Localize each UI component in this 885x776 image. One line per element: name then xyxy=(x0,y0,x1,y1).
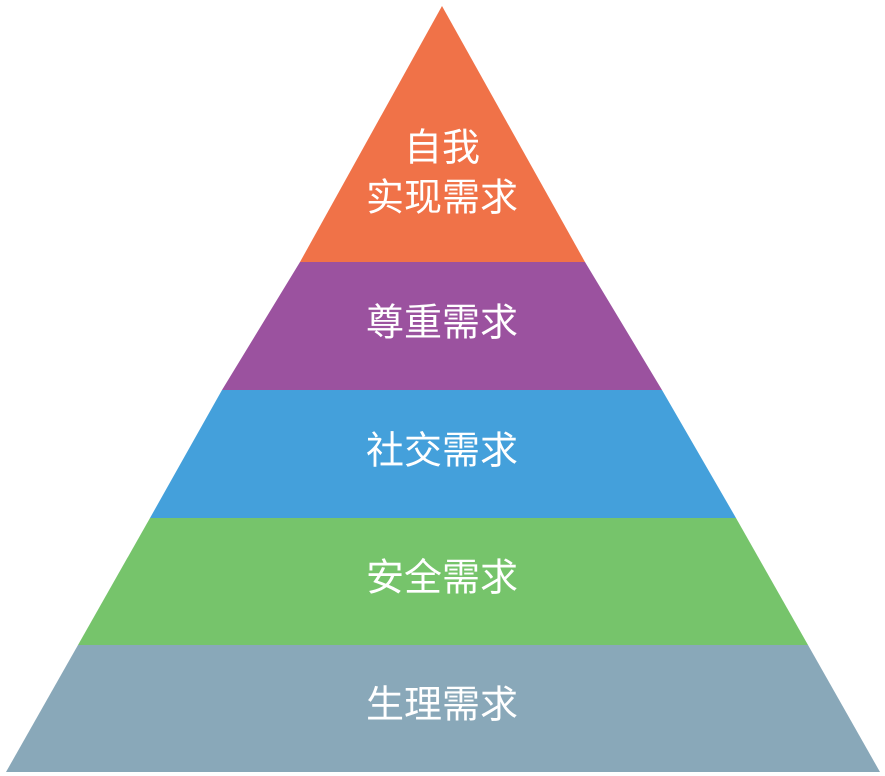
tier-esteem-label: 尊重需求 xyxy=(366,301,518,345)
tier-safety-label: 安全需求 xyxy=(366,556,518,600)
tier-self-actualization-label-line-1: 自我 xyxy=(404,126,480,170)
tier-esteem xyxy=(222,262,662,390)
tier-social xyxy=(150,390,736,518)
tier-safety xyxy=(78,518,808,645)
tier-self-actualization-label-line-2: 实现需求 xyxy=(366,176,518,220)
tier-physiological-label: 生理需求 xyxy=(366,683,518,727)
tier-physiological xyxy=(6,645,880,772)
tier-social-label: 社交需求 xyxy=(366,429,518,473)
tier-self-actualization xyxy=(300,6,585,262)
